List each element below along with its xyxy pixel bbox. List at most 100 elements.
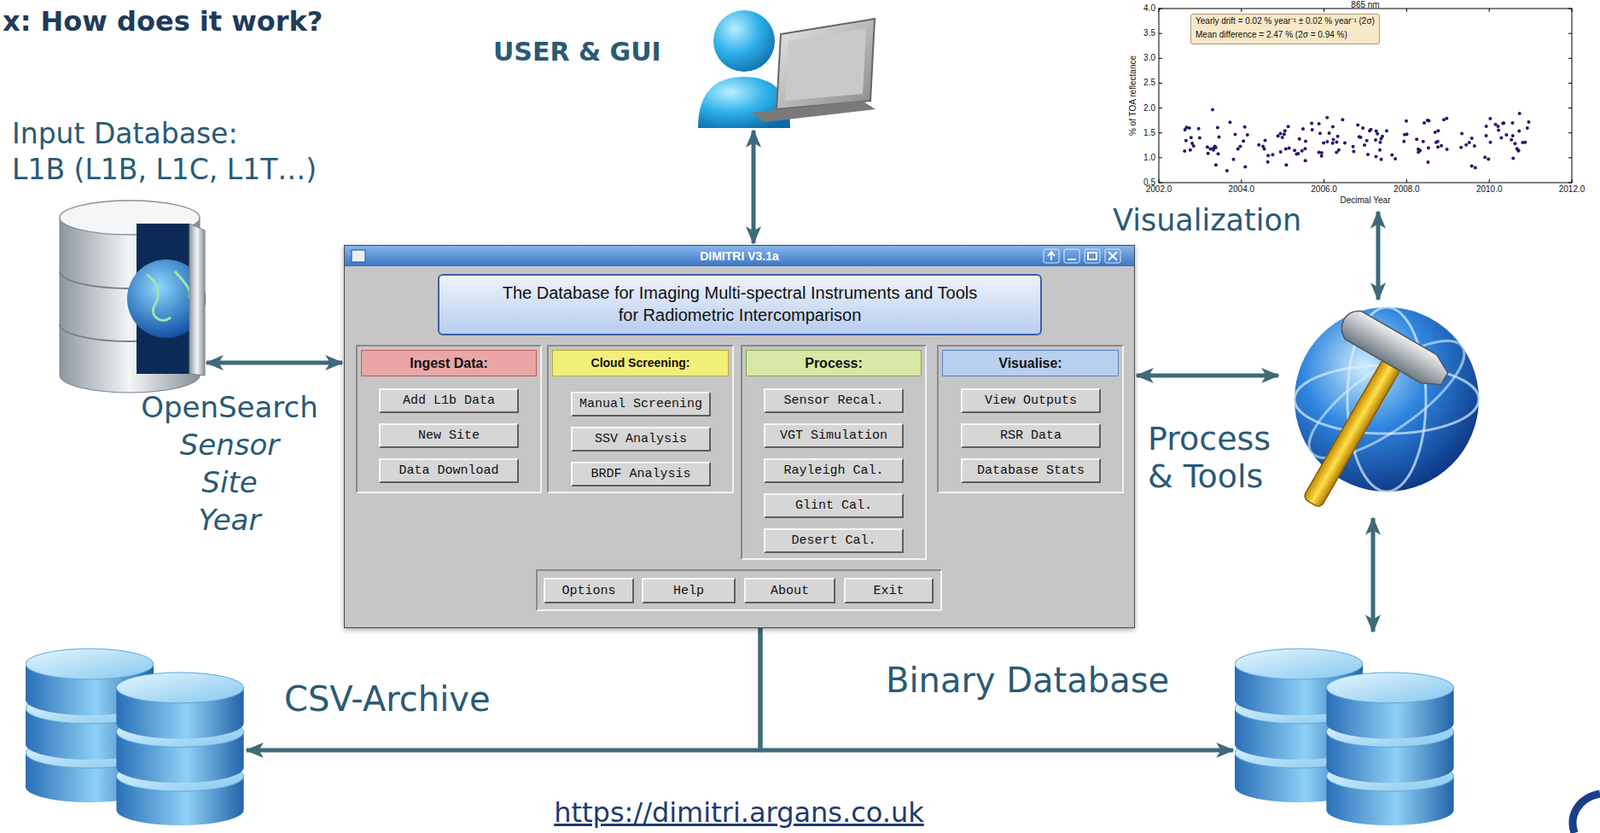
data-dot xyxy=(1310,128,1315,132)
data-dot xyxy=(1300,149,1304,153)
data-dot xyxy=(1210,108,1215,112)
axis-tick xyxy=(1158,58,1163,59)
data-dot xyxy=(1366,152,1370,157)
data-dot xyxy=(1245,133,1250,137)
data-dot xyxy=(1404,119,1408,123)
button-label: BRDF Analysis xyxy=(590,466,691,482)
control-minimise xyxy=(1067,258,1077,261)
gui-window: DIMITRI V3.1aThe Database for Imaging Mu… xyxy=(343,244,1135,629)
user-icon xyxy=(785,28,867,101)
subtitle-text: The Database for Imaging Multi-spectral … xyxy=(499,282,981,326)
control-up xyxy=(1047,251,1055,261)
process-tools-icon xyxy=(1293,305,1480,508)
window-control xyxy=(1043,249,1059,263)
data-dot xyxy=(1351,145,1356,149)
data-dot xyxy=(1496,128,1501,133)
gui-button: SSV Analysis xyxy=(570,426,711,452)
button-label: Database Stats xyxy=(977,463,1085,478)
group-panel: Ingest Data:Add L1b DataNew SiteData Dow… xyxy=(355,344,542,494)
connector-arrow xyxy=(1376,211,1381,300)
csv-database-icon xyxy=(25,648,245,826)
data-dot xyxy=(1331,141,1335,146)
gui-button: Manual Screening xyxy=(570,391,711,417)
data-dot xyxy=(1198,136,1202,140)
data-dot xyxy=(1434,140,1438,145)
data-dot xyxy=(1243,125,1247,129)
chart-label: 2008.0 xyxy=(1393,184,1420,195)
icon-node: Binary Database xyxy=(1234,633,1455,827)
data-dot xyxy=(1511,121,1515,125)
chart-label: 2004.0 xyxy=(1228,184,1256,195)
gui-button: New Site xyxy=(378,423,519,448)
axis-tick xyxy=(1568,82,1572,84)
data-dot xyxy=(1214,162,1218,167)
data-dot xyxy=(1187,126,1192,130)
subtitle-box: The Database for Imaging Multi-spectral … xyxy=(437,273,1042,336)
data-dot xyxy=(1511,157,1515,161)
data-dot xyxy=(1282,132,1286,136)
data-dot xyxy=(1217,134,1222,139)
data-dot xyxy=(1421,139,1426,144)
axis-tick xyxy=(1568,107,1572,109)
logo-fragment xyxy=(1572,793,1600,833)
data-dot xyxy=(1317,122,1321,126)
data-dot xyxy=(1256,143,1261,147)
axis-tick xyxy=(1240,179,1242,183)
url-link: https://dimitri.argans.co.uk xyxy=(553,797,925,829)
data-dot xyxy=(1499,136,1503,140)
gui-button: Exit xyxy=(843,577,934,604)
data-dot xyxy=(1241,139,1246,143)
button-label: Exit xyxy=(872,583,904,599)
chart-label: 865 nm xyxy=(1350,0,1379,11)
data-dot xyxy=(1297,137,1302,141)
data-dot xyxy=(1483,155,1487,159)
data-dot xyxy=(1470,164,1474,169)
data-dot xyxy=(1504,133,1508,137)
data-dot xyxy=(1361,126,1365,130)
button-label: VGT Simulation xyxy=(779,428,888,443)
icon-caption: Input Database: xyxy=(11,117,239,151)
data-dot xyxy=(1336,134,1340,139)
chart-label: 2.0 xyxy=(1143,103,1156,114)
gui-button: Add L1b Data xyxy=(378,388,519,414)
data-dot xyxy=(1287,146,1292,151)
data-dot xyxy=(1365,139,1369,143)
window-title: DIMITRI V3.1a xyxy=(344,245,1135,267)
connector-arrow xyxy=(751,130,757,244)
data-dot xyxy=(1433,130,1438,134)
interface-label: Year xyxy=(198,503,262,537)
interface-label: Sensor xyxy=(180,428,280,462)
data-dot xyxy=(1359,135,1363,140)
data-dot xyxy=(1484,133,1489,138)
data-dot xyxy=(1320,151,1324,155)
data-dot xyxy=(1325,139,1329,144)
data-dot xyxy=(1225,168,1229,173)
user-icon xyxy=(776,18,875,110)
data-dot xyxy=(1426,160,1431,164)
data-dot xyxy=(1303,146,1307,151)
user-icon xyxy=(713,10,775,72)
button-label: Manual Screening xyxy=(579,396,703,412)
data-dot xyxy=(1509,138,1513,142)
data-dot xyxy=(1283,128,1287,133)
gui-button: Data Download xyxy=(378,458,519,483)
data-dot xyxy=(1375,132,1379,136)
icon-caption: Binary Database xyxy=(885,660,1170,700)
data-dot xyxy=(1270,152,1275,157)
line-chart xyxy=(1182,108,1531,174)
panel-heading: Process: xyxy=(745,349,922,377)
user-icon xyxy=(698,10,876,128)
button-label: SSV Analysis xyxy=(594,431,687,447)
icon-caption: CSV-Archive xyxy=(284,679,491,719)
data-dot xyxy=(1436,128,1440,133)
data-dot xyxy=(1233,132,1238,136)
data-dot xyxy=(1266,160,1270,164)
axis-tick xyxy=(1406,8,1408,12)
button-label: Glint Cal. xyxy=(795,498,873,513)
axis-tick xyxy=(1158,82,1163,84)
data-dot xyxy=(1334,151,1339,155)
data-dot xyxy=(1393,157,1397,161)
icon-node: Process & Tools xyxy=(1280,301,1470,516)
gui-button: Desert Cal. xyxy=(763,528,904,553)
data-dot xyxy=(1276,133,1280,138)
